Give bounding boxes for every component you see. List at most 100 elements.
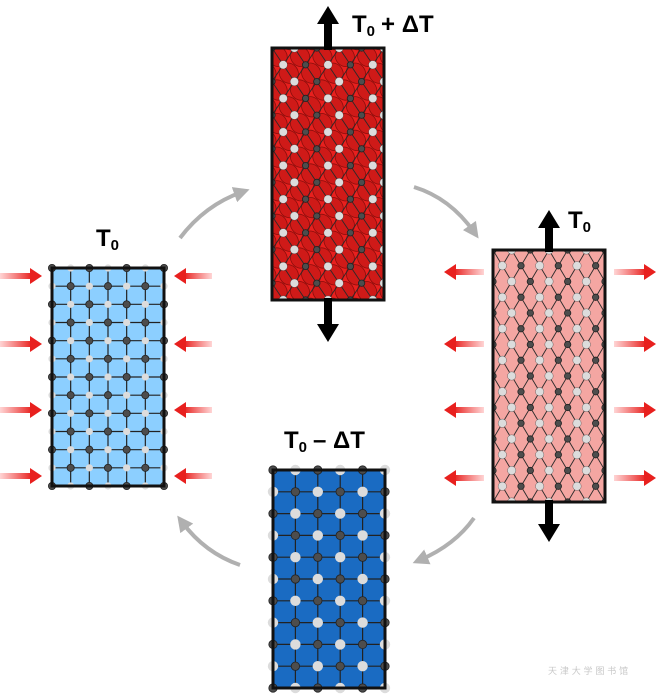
lattice-bond [511,501,512,502]
lattice-cell [219,9,246,36]
lattice-bond [567,501,569,502]
lattice-cell [387,261,414,288]
atom-dark [526,466,534,475]
lattice-bond [511,250,512,251]
atom-light [572,481,582,491]
lattice-cell [376,311,403,338]
atom-dark [346,162,354,170]
atom-dark [141,427,150,436]
lattice-bond [446,282,455,298]
lattice-bond [596,219,605,235]
atom-light [290,77,299,86]
lattice-bond [465,282,474,298]
lattice-cell [219,278,246,305]
lattice-bond [633,282,642,298]
stress-arrow-stretched-up [538,210,560,252]
lattice-bond [502,219,511,235]
lattice-bond [474,518,483,534]
atom-dark [555,231,561,237]
lattice-bond [418,199,429,216]
atom-light [535,387,545,397]
lattice-bond [456,250,465,266]
atom-light [535,450,545,460]
lattice-bond [465,534,474,550]
lattice-cell [399,43,426,70]
lattice-bond [384,300,395,317]
atom-light [535,481,545,491]
lattice-cell [275,328,302,355]
lattice-bond [418,334,429,351]
lattice-bond [272,317,283,334]
atom-dark [346,128,354,136]
atom-light [610,514,618,522]
lattice-bond [624,376,633,392]
atom-light [323,194,333,204]
lattice-bond [429,149,440,166]
lattice-bond [456,360,465,376]
atom-dark [346,61,354,69]
lattice-bond [316,48,317,49]
lattice-cell [379,113,384,135]
lattice-bond [306,317,317,334]
lattice-cell [399,278,426,305]
atom-light [413,61,421,69]
atom-dark [346,94,354,103]
atom-light [290,508,301,519]
atom-dark [564,466,572,475]
atom-light [544,371,554,381]
lattice-bond [418,98,429,115]
lattice-bond [642,486,651,502]
atom-light [535,261,545,271]
atom-light [104,337,112,345]
atom-dark [357,145,366,153]
lattice-bond [395,132,406,149]
lattice-bond [283,317,294,334]
lattice-bond [395,82,406,99]
atom-dark [517,262,525,270]
atom-dark [357,246,366,254]
atom-dark [480,294,486,300]
atom-light [245,111,253,119]
atom-dark [592,515,598,521]
lattice-cell [231,127,258,154]
lattice-bond [586,501,587,502]
atom-light [104,373,112,381]
lattice-bond [418,317,429,334]
lattice-bond [474,313,483,329]
lattice-cell [231,26,258,53]
lattice-bond [395,48,406,65]
lattice-bond [272,114,273,116]
lattice-bond [642,518,651,534]
lattice-bond [406,250,417,267]
lattice-cell [432,59,459,86]
atom-dark [517,293,525,301]
lattice-bond [440,98,451,115]
lattice-bond [521,219,530,235]
lattice-bond [250,115,261,132]
lattice-bond [624,297,633,313]
lattice-bond [493,518,502,534]
atom-light [278,127,288,137]
lattice-cell [231,328,258,355]
atom-dark [357,212,366,220]
lattice-bond [383,181,384,183]
lattice-bond [585,501,587,502]
atom-dark [480,452,486,458]
lattice-bond [474,439,483,455]
atom-dark [480,231,486,237]
lattice-bond [614,360,623,376]
atom-light [67,446,75,454]
atom-dark [357,552,368,562]
lattice-bond [530,518,539,534]
atom-light [67,337,75,345]
lattice-bond [272,80,273,82]
atom-light [335,639,346,650]
lattice-bond [283,14,294,31]
lattice-bond [614,534,623,550]
lattice-bond [440,233,451,250]
lattice-cell [272,62,277,84]
lattice-bond [567,501,568,502]
lattice-bond [250,266,261,283]
lattice-bond [614,219,623,235]
atom-light [572,292,582,302]
